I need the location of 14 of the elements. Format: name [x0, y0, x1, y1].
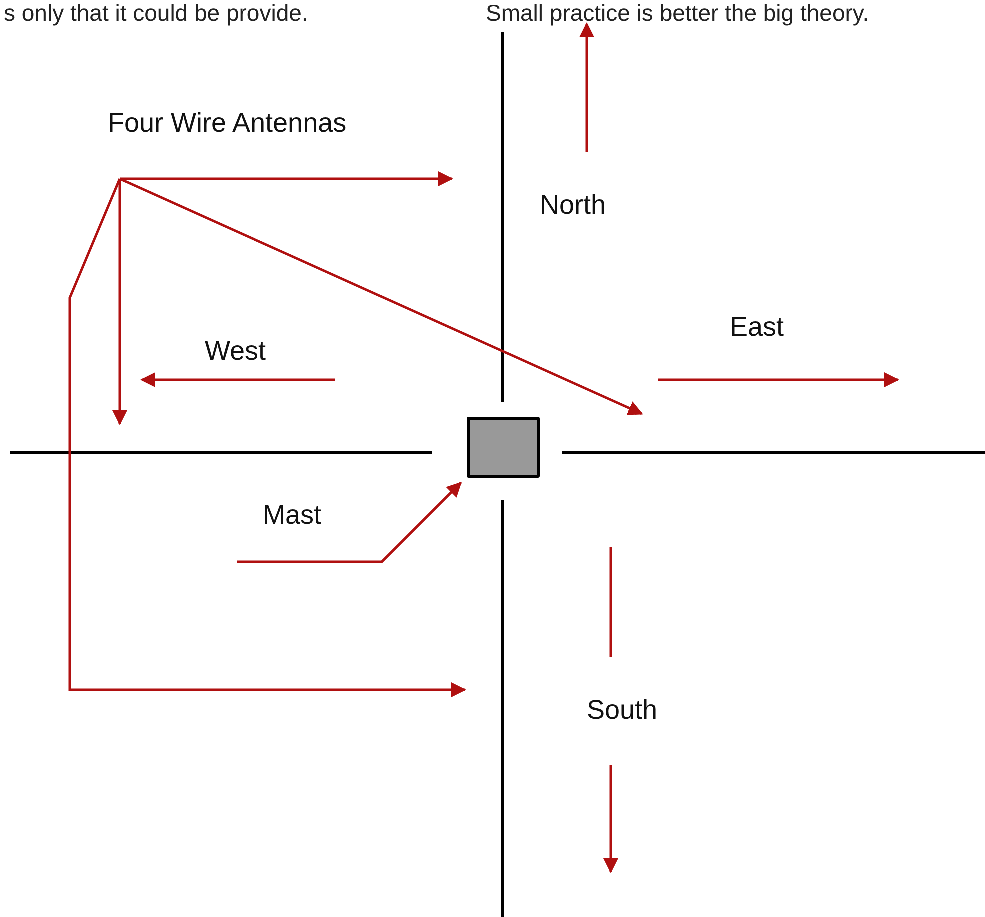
antenna-label: Four Wire Antennas [108, 108, 347, 139]
mast-box [467, 417, 540, 478]
antenna-wire [68, 178, 466, 698]
note-text: Small practice is better the big theory. [486, 0, 870, 27]
direction-label: North [540, 190, 606, 221]
antenna-wire [119, 178, 644, 416]
direction-label: South [587, 695, 658, 726]
mast-label: Mast [263, 500, 322, 531]
direction-label: East [730, 312, 784, 343]
direction-label: West [205, 336, 266, 367]
antenna-wire [120, 172, 454, 186]
leader-line [237, 482, 462, 564]
note-text: s only that it could be provide. [4, 0, 308, 27]
antenna-wire [112, 179, 128, 426]
